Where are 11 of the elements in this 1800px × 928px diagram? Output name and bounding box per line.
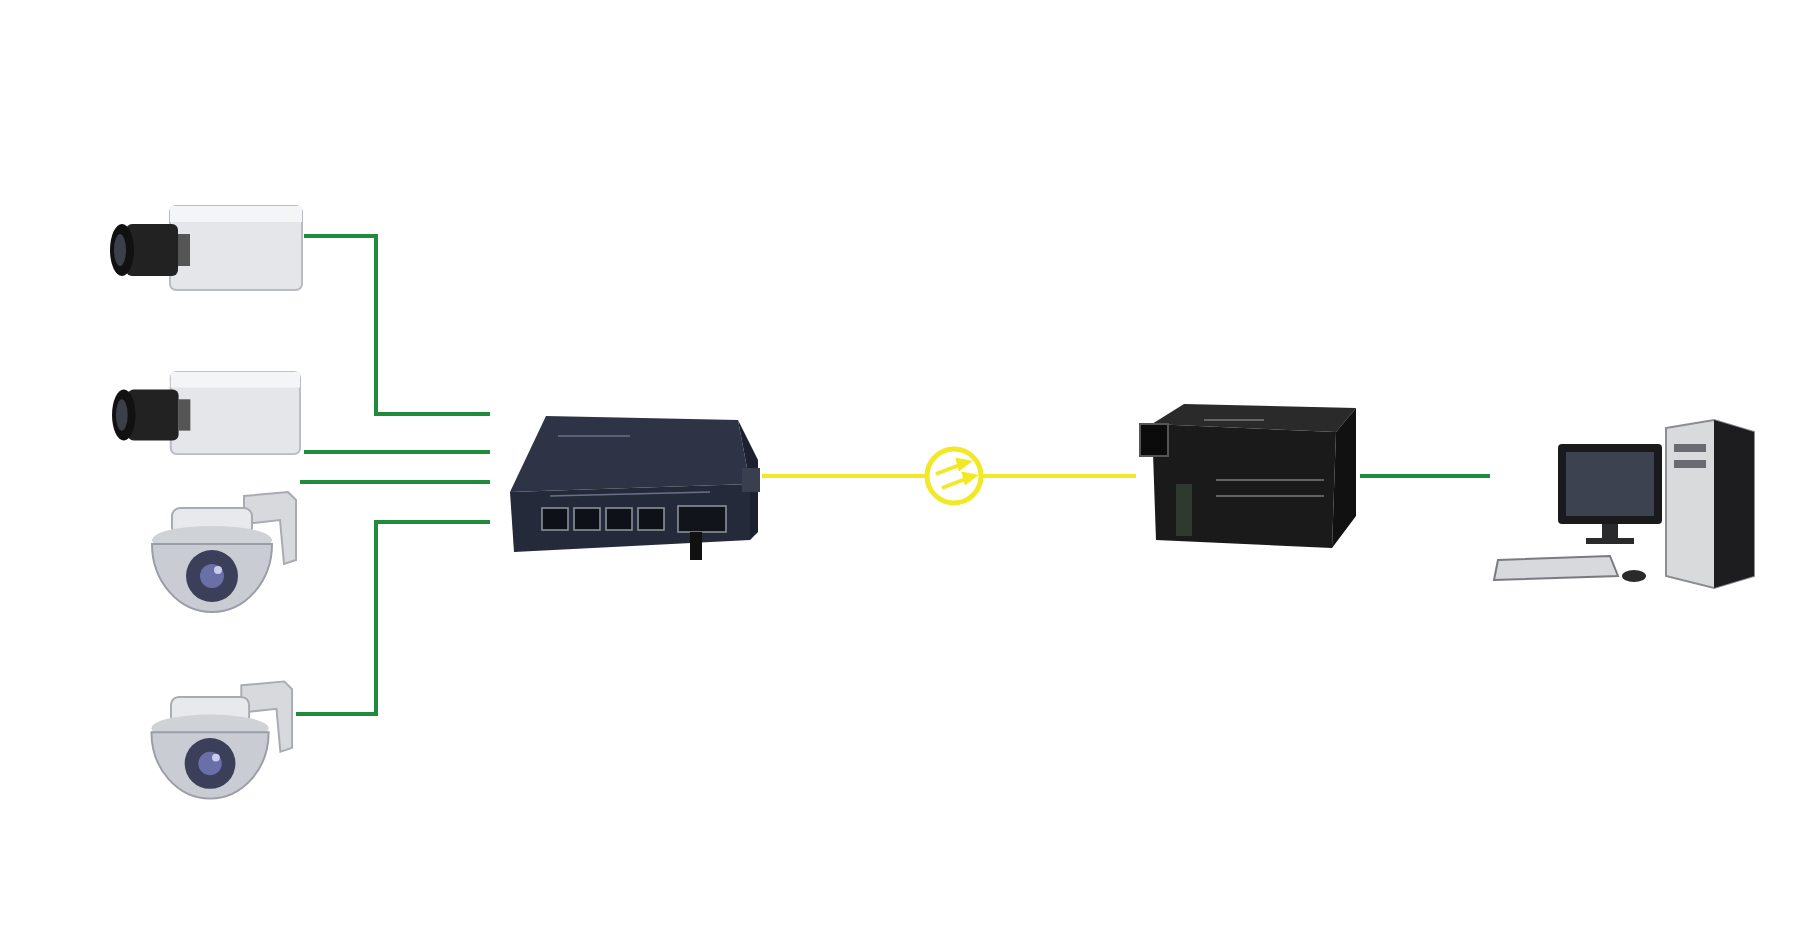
cable-line xyxy=(304,450,490,454)
desktop-computer-drawing xyxy=(1490,416,1760,592)
cable-line xyxy=(300,480,490,484)
box-camera-drawing xyxy=(110,200,304,296)
cable-line xyxy=(296,520,490,716)
cable-line xyxy=(982,474,1136,478)
cable-line xyxy=(1360,474,1490,478)
cable-line xyxy=(304,234,490,416)
cable-line xyxy=(762,474,926,478)
fiber-optic-icon xyxy=(924,446,984,506)
box-camera-drawing xyxy=(110,366,304,460)
